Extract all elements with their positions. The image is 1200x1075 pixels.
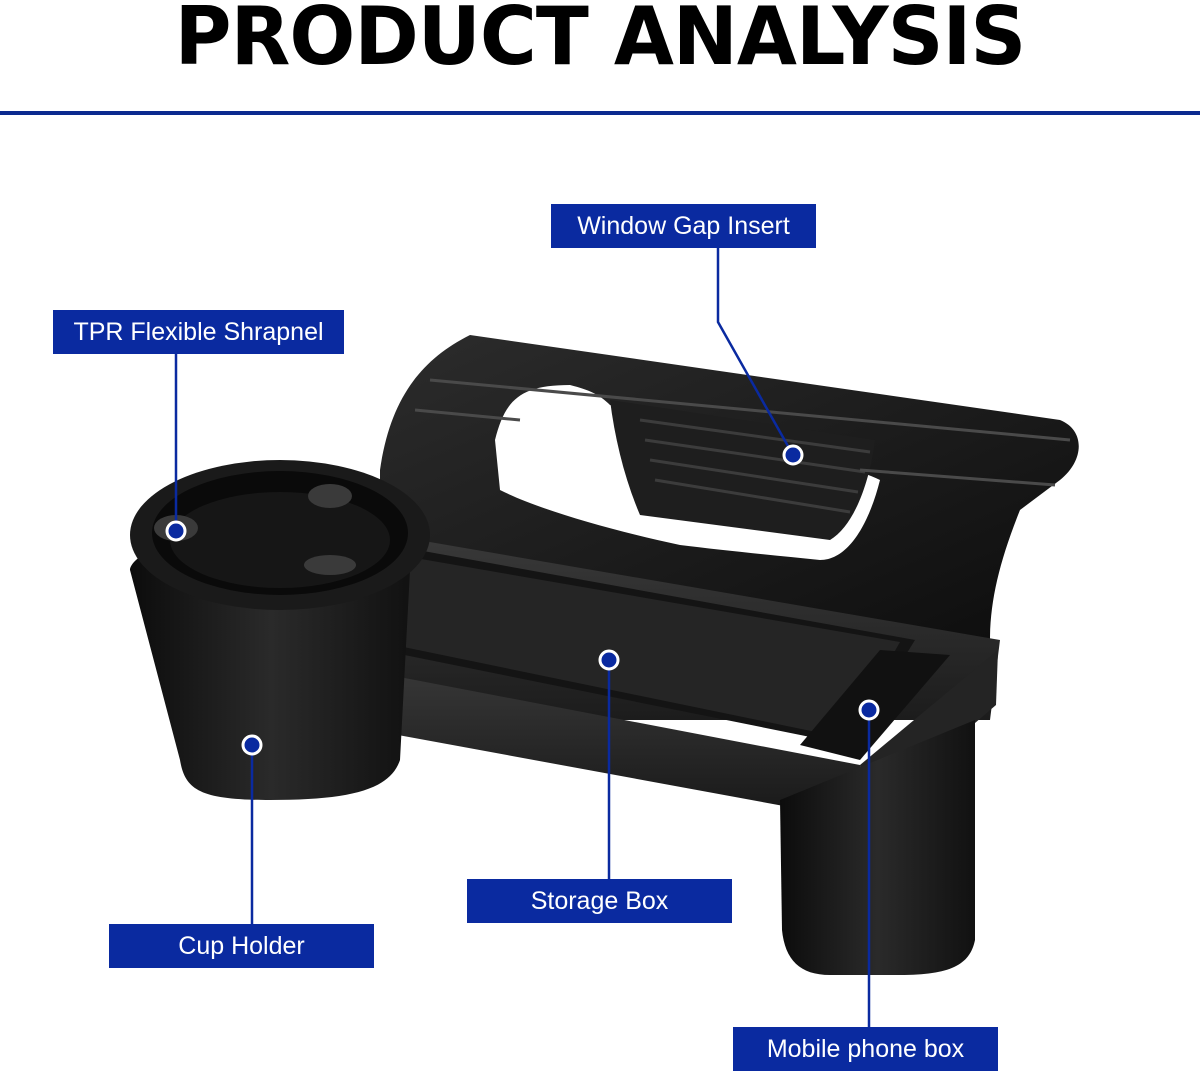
cup-holder-label: Cup Holder <box>109 924 374 968</box>
window-gap-insert-label: Window Gap Insert <box>551 204 816 248</box>
storage-box-label: Storage Box <box>467 879 732 923</box>
page-title: PRODUCT ANALYSIS <box>174 0 1027 83</box>
tpr-flexible-shrapnel-label: TPR Flexible Shrapnel <box>53 310 344 354</box>
title-divider <box>0 111 1200 115</box>
mobile-phone-box-label: Mobile phone box <box>733 1027 998 1071</box>
